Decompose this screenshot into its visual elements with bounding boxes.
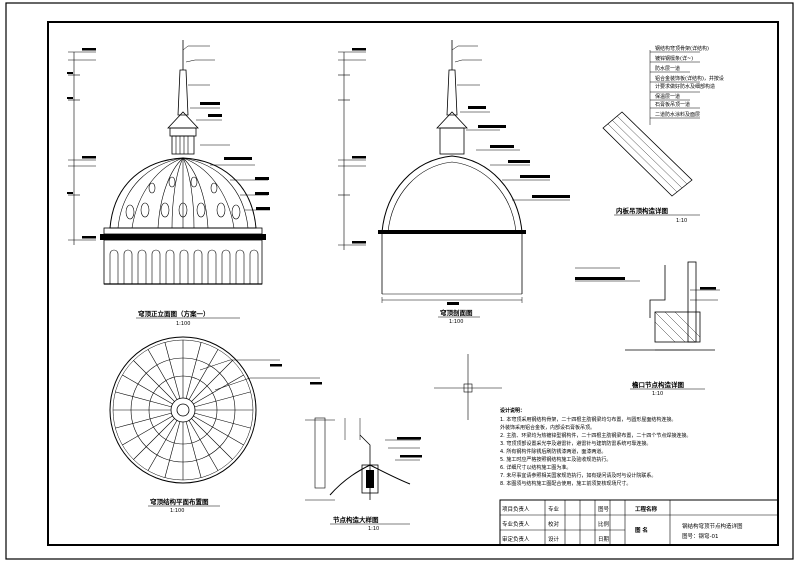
title-block: 项目负责人 专业负责人 审定负责人 专业 校对 设计 图号 比例 日期 工程名称… [499,499,779,546]
dome-section-view [338,40,570,305]
joint-detail-title: 节点构造大样图 [333,515,379,524]
note-line: 8. 本图须与结构施工图配合使用，施工前须复核现场尺寸。 [500,480,631,487]
layer-label: 石膏板吊顶一道 [655,101,690,108]
dome-shell-detail [602,50,700,197]
tb-field: 专业 [548,505,560,513]
inner-border [47,21,779,546]
plan-rib [188,349,219,400]
plan-rib [122,374,173,405]
plan-rib [147,349,178,400]
plan-rib [115,412,172,429]
eave-detail-scale: 1:10 [652,391,663,397]
plan-rib [193,415,244,446]
tb-role: 审定负责人 [502,535,530,543]
plan-rib [122,415,173,446]
tb-drawing-name: 钢结构穹顶节点构造详图 [682,522,743,530]
note-line: 3. 穹顶顶部设置采光亭及避雷针，避雷针与建筑防雷系统可靠连接。 [500,440,651,447]
plan-rib [164,342,181,399]
note-line: 1. 本穹顶采用钢结构骨架，二十四根主肋钢梁均匀布置，与圆形屋面结构连接。 [500,416,676,423]
tb-field: 设计 [548,535,560,543]
layer-label: 钢结构穹顶骨架(详结构) [655,45,709,52]
tb-field: 日期 [598,536,610,543]
tb-role: 项目负责人 [502,505,530,513]
shell-detail-scale: 1:10 [676,218,687,224]
tb-field: 比例 [598,520,610,528]
layer-label: 二道防水涂料及面层 [655,111,700,118]
elevation-scale: 1:100 [176,321,190,327]
plan-rib [191,418,233,460]
elevation-title: 穹顶正立面图（方案一） [138,309,210,318]
layer-label: 铝合金装饰板(详结构)，并按设 [655,75,724,82]
note-line: 6. 详细尺寸以结构施工图为准。 [500,464,571,471]
plan-rib [115,391,172,408]
plan-scale: 1:100 [170,508,184,514]
note-line: 4. 所有钢构件除锈后刷防锈漆两道，面漆两道。 [500,448,606,455]
plan-rib [188,420,219,471]
plan-rib [191,360,233,402]
plan-rib [185,342,202,399]
tb-drawing-label: 图 名 [635,526,648,534]
eave-detail-view [575,261,720,351]
shell-detail-title: 内板吊顶构造详图 [616,206,669,215]
plan-rib [193,374,244,405]
tb-role: 专业负责人 [502,520,530,528]
note-line: 外装饰采用铝合金板，内部设石膏板吊顶。 [500,424,595,431]
layer-label: 镀锌钢檩条(详~) [655,55,693,62]
plan-rib [194,391,251,408]
notes-heading: 设计说明： [500,407,525,414]
eave-detail-title: 檐口节点构造详图 [632,380,685,389]
tb-drawing-number: 图号：钢穹-01 [682,532,718,540]
plan-rib [185,421,202,478]
note-line: 2. 主肋、环梁均为热镀锌型钢构件，二十四根主肋钢梁布置，二十四个节点焊接连接。 [500,432,691,439]
plan-title: 穹顶结构平面布置图 [150,497,209,506]
tb-field: 图号 [598,505,610,513]
plan-rib [194,412,251,429]
note-line: 7. 未尽事宜请参照相关国家规范执行，如有疑问请及时与设计院联系。 [500,472,656,479]
layer-label: 计要求做好防水及细部构造 [655,83,715,90]
plan-rib [147,420,178,471]
plan-rib [164,421,181,478]
section-scale: 1:100 [449,319,463,325]
joint-detail-view [305,417,422,501]
plan-radial-ribs [113,340,253,480]
plan-rib [133,418,175,460]
layer-label: 保温层一道 [655,93,680,100]
outer-border [5,2,794,560]
dome-plan-view [109,336,322,484]
tb-field: 校对 [548,520,560,528]
center-crosshair [434,354,502,420]
section-title: 穹顶剖面图 [440,308,473,317]
layer-label: 防水层一道 [655,65,680,72]
joint-detail-scale: 1:10 [368,526,379,532]
dome-elevation-view [67,40,270,285]
note-line: 5. 施工时应严格按照钢结构施工及验收规范执行。 [500,456,611,463]
tb-project-label: 工程名称 [635,505,658,513]
plan-rib [133,360,175,402]
